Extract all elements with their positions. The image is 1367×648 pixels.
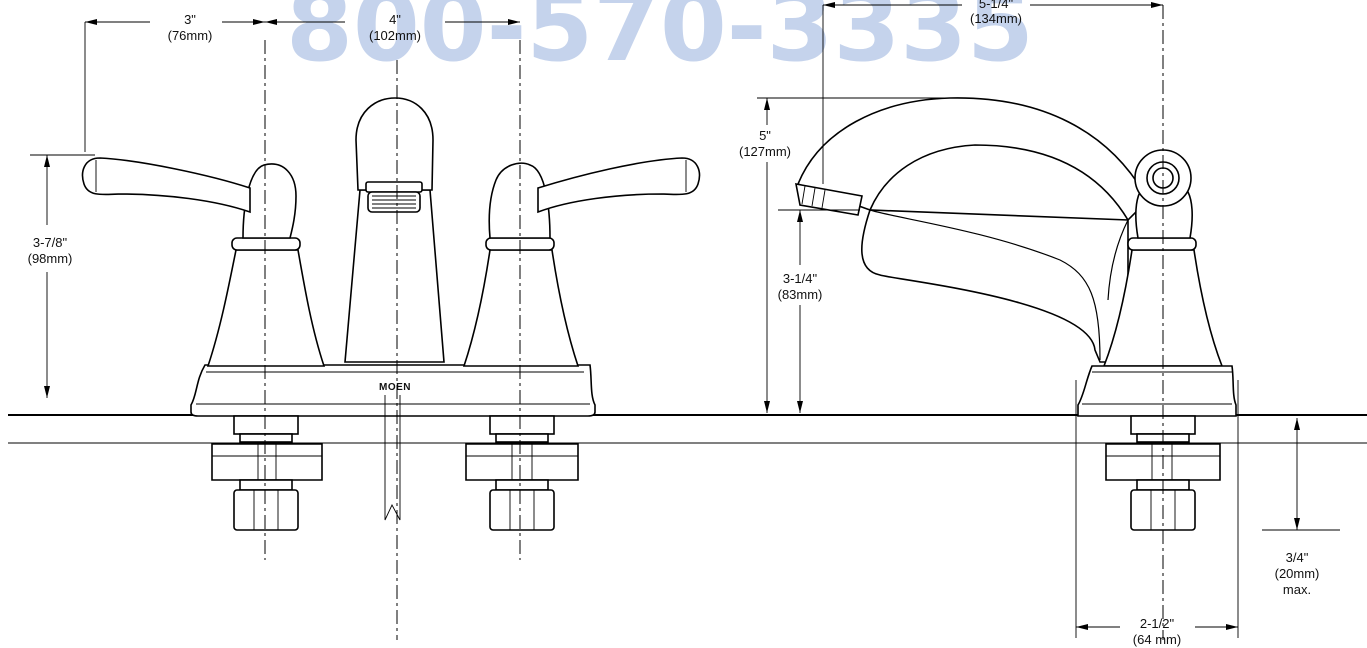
centerlines: [264, 5, 1164, 640]
dim-label-spout-reach: 5-1/4" (134mm): [970, 0, 1022, 26]
svg-text:(64 mm): (64 mm): [1133, 632, 1181, 647]
svg-text:max.: max.: [1283, 582, 1311, 597]
dim-label-spout-height: 5" (127mm): [739, 128, 791, 159]
dim-label-deck-thickness: 3/4" (20mm) max.: [1275, 550, 1320, 597]
dim-label-handle-spread: 3" (76mm): [168, 12, 213, 43]
moen-logo: MOEN: [379, 382, 411, 393]
dim-label-spout-clearance: 3-1/4" (83mm): [778, 271, 823, 302]
aerator-ridges: [372, 195, 416, 209]
dim-label-center-spread: 4" (102mm): [369, 12, 421, 43]
svg-text:(83mm): (83mm): [778, 287, 823, 302]
faucet-side-view: [794, 97, 1237, 531]
svg-text:5-1/4": 5-1/4": [979, 0, 1014, 11]
svg-text:(20mm): (20mm): [1275, 566, 1320, 581]
svg-text:(76mm): (76mm): [168, 28, 213, 43]
dim-label-base-width: 2-1/2" (64 mm): [1133, 616, 1181, 647]
faucet-front-view: MOEN: [81, 97, 701, 531]
dimension-lines: [30, 2, 1340, 638]
phone-watermark: 800-570-3335: [286, 0, 1034, 83]
svg-text:(134mm): (134mm): [970, 11, 1022, 26]
svg-text:4": 4": [389, 12, 401, 27]
svg-text:3": 3": [184, 12, 196, 27]
svg-text:3-1/4": 3-1/4": [783, 271, 818, 286]
svg-text:2-1/2": 2-1/2": [1140, 616, 1175, 631]
svg-text:(98mm): (98mm): [28, 251, 73, 266]
svg-text:3-7/8": 3-7/8": [33, 235, 68, 250]
svg-text:(127mm): (127mm): [739, 144, 791, 159]
dim-label-handle-height: 3-7/8" (98mm): [28, 235, 73, 266]
svg-text:5": 5": [759, 128, 771, 143]
svg-text:(102mm): (102mm): [369, 28, 421, 43]
svg-text:3/4": 3/4": [1286, 550, 1309, 565]
